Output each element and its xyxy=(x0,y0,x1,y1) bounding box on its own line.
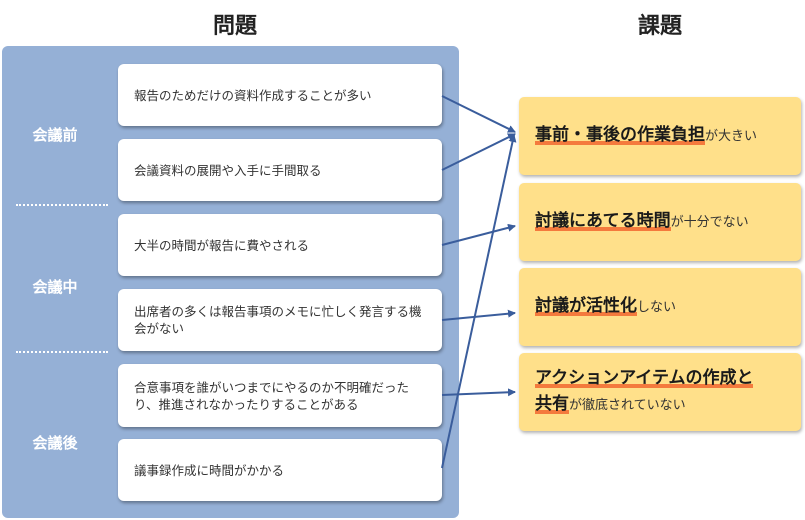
problem-text: 議事録作成に時間がかかる xyxy=(134,462,285,478)
issues-column-title: 課題 xyxy=(637,14,682,39)
problem-text: 合意事項を誰がいつまでにやるのか不明確だったり、推進されなかったりすることがある xyxy=(134,379,410,412)
problem-box: 合意事項を誰がいつまでにやるのか不明確だったり、推進されなかったりすることがある xyxy=(118,364,442,427)
arrow-problem2-to-issue1 xyxy=(441,133,516,171)
problem-box: 会議資料の展開や入手に手間取る xyxy=(118,139,442,201)
issue-box: 事前・事後の作業負担が大きい xyxy=(519,97,801,175)
problem-box: 報告のためだけの資料作成することが多い xyxy=(118,64,442,126)
issue-highlight: 事前・事後の作業負担 xyxy=(535,125,705,147)
issue-rest: しない xyxy=(637,300,677,315)
phase-label-after: 会議後 xyxy=(32,434,78,452)
issue-box: 討議が活性化しない xyxy=(519,268,801,346)
problem-box: 出席者の多くは報告事項のメモに忙しく発言する機会がない xyxy=(118,289,442,351)
phase-divider xyxy=(16,351,108,353)
arrow-problem5-to-issue4 xyxy=(441,388,516,397)
issue-box: アクションアイテムの作成と 共有が徹底されていない xyxy=(519,353,801,431)
arrow-problem3-to-issue2 xyxy=(441,223,516,246)
issue-highlight: アクションアイテムの作成と xyxy=(535,368,754,390)
problem-box: 大半の時間が報告に費やされる xyxy=(118,214,442,276)
problem-text: 出席者の多くは報告事項のメモに忙しく発言する機会がない xyxy=(134,304,422,336)
phase-label-during: 会議中 xyxy=(32,278,78,296)
phase-label-before: 会議前 xyxy=(32,126,78,144)
problem-text: 大半の時間が報告に費やされる xyxy=(134,237,310,253)
arrow-problem6-to-issue1 xyxy=(441,134,517,469)
problem-text: 会議資料の展開や入手に手間取る xyxy=(134,162,322,178)
issue-box: 討議にあてる時間が十分でない xyxy=(519,183,801,261)
issue-rest: が大きい xyxy=(705,129,758,144)
issue-rest: が十分でない xyxy=(670,215,749,230)
phase-divider xyxy=(16,204,108,206)
arrow-problem4-to-issue3 xyxy=(441,309,516,321)
issue-highlight: 討議にあてる時間 xyxy=(535,211,671,233)
problem-box: 議事録作成に時間がかかる xyxy=(118,439,442,501)
issue-highlight: 共有 xyxy=(535,394,569,416)
issue-highlight: 討議が活性化 xyxy=(535,296,637,318)
issue-rest: が徹底されていない xyxy=(569,398,686,413)
problem-text: 報告のためだけの資料作成することが多い xyxy=(134,87,372,103)
arrow-problem1-to-issue1 xyxy=(441,95,516,133)
problems-column-title: 問題 xyxy=(212,14,257,39)
